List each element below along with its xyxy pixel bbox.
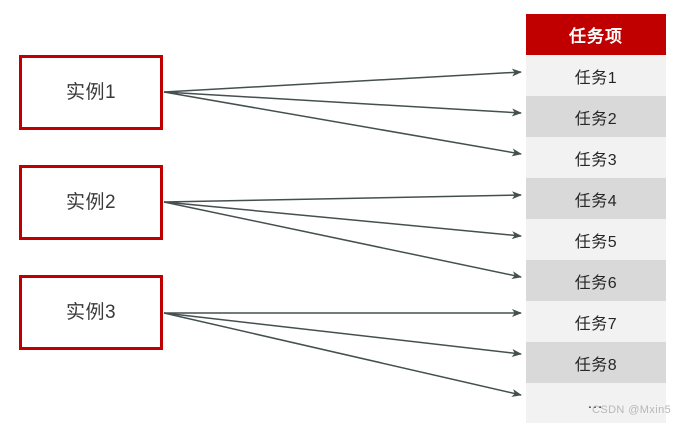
connector-instance2-task4 [163, 191, 522, 203]
connector-instance2-task6 [163, 201, 522, 280]
instance-box-1[interactable]: 实例1 [19, 55, 163, 130]
task-row[interactable]: 任务7 [526, 301, 666, 342]
task-row[interactable]: 任务5 [526, 219, 666, 260]
task-row[interactable]: 任务1 [526, 55, 666, 96]
task-row[interactable]: 任务6 [526, 260, 666, 301]
task-table: 任务项 任务1 任务2 任务3 任务4 任务5 任务6 任务7 任务8 … [526, 14, 666, 423]
task-row[interactable]: 任务2 [526, 96, 666, 137]
connector-instance1-task2 [163, 91, 522, 117]
task-row[interactable]: … [526, 383, 666, 423]
task-row[interactable]: 任务3 [526, 137, 666, 178]
instance-box-3-label: 实例3 [65, 302, 117, 323]
connector-instance1-task1 [163, 68, 522, 93]
connector-instance1-task3 [163, 91, 522, 157]
instance-box-2[interactable]: 实例2 [19, 165, 163, 240]
connector-instance3-task-more [163, 312, 522, 397]
task-row[interactable]: 任务8 [526, 342, 666, 383]
instance-box-3[interactable]: 实例3 [19, 275, 163, 350]
connector-instance3-task8 [163, 312, 522, 357]
connector-instance2-task5 [163, 201, 522, 240]
instance-box-2-label: 实例2 [65, 192, 117, 213]
task-table-header: 任务项 [526, 14, 666, 55]
watermark-text: CSDN @Mxin5 [592, 404, 672, 416]
task-row[interactable]: 任务4 [526, 178, 666, 219]
instance-box-1-label: 实例1 [65, 82, 117, 103]
